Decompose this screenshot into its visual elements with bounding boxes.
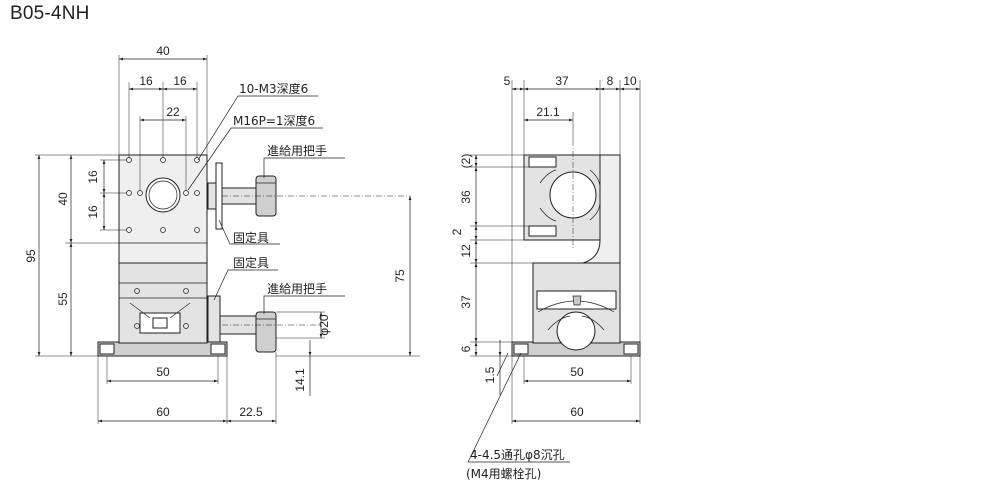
front-view: 40 16 16 22 95 40 55 16 16 75 φ20 14.1 5…	[24, 44, 420, 424]
drawing-title: B05-4NH	[10, 3, 90, 24]
dim-40-height: 40	[56, 192, 70, 206]
dim-55: 55	[56, 292, 70, 306]
dim-37-top: 37	[555, 74, 569, 88]
callout-center-thread: M16P=1深度6	[233, 113, 315, 128]
dim-16-right: 16	[173, 74, 187, 88]
dim-12: 12	[459, 244, 473, 258]
dim-16-left: 16	[139, 74, 153, 88]
side-l-bracket	[582, 154, 621, 264]
dim-paren-2: (2)	[459, 154, 473, 169]
callout-mounting-holes: 4-4.5通孔φ8沉孔	[470, 448, 565, 462]
dim-22: 22	[166, 105, 180, 119]
callout-top-clamp: 固定具	[233, 230, 269, 245]
bottom-clamp	[207, 295, 221, 343]
dim-5: 5	[504, 74, 511, 88]
dim-22-5: 22.5	[239, 405, 263, 419]
dim-1-5: 1.5	[483, 366, 497, 383]
callout-bottom-feed-handle: 進給用把手	[267, 282, 327, 296]
side-view: 5 37 8 10 21.1 (2) 36 2 12 37 6 1.5 50 6…	[450, 74, 641, 481]
dim-60-front: 60	[156, 405, 170, 419]
dim-16-lower: 16	[86, 205, 100, 219]
dim-37-height: 37	[459, 295, 473, 309]
dim-95: 95	[24, 249, 38, 263]
dim-2: 2	[450, 228, 464, 235]
bottom-feed-handle	[255, 311, 277, 353]
callout-tapped-holes: 10-M3深度6	[239, 81, 308, 96]
dim-50-front: 50	[156, 365, 170, 379]
callout-mounting-bolt: (M4用螺栓孔)	[466, 466, 541, 481]
dim-60-side: 60	[570, 405, 584, 419]
dim-6: 6	[459, 345, 473, 352]
dim-phi20: φ20	[317, 314, 331, 335]
dim-16-upper: 16	[86, 170, 100, 184]
callout-bottom-clamp: 固定具	[233, 255, 269, 270]
front-base-plate	[97, 341, 228, 357]
dim-50-side: 50	[570, 365, 584, 379]
dim-40-width: 40	[156, 44, 170, 58]
dim-36: 36	[459, 190, 473, 204]
dim-75: 75	[393, 269, 407, 283]
dim-10: 10	[623, 74, 637, 88]
dim-21-1: 21.1	[536, 105, 560, 119]
dim-14-1: 14.1	[293, 368, 307, 392]
callout-top-feed-handle: 進給用把手	[267, 144, 327, 158]
dim-8: 8	[607, 74, 614, 88]
